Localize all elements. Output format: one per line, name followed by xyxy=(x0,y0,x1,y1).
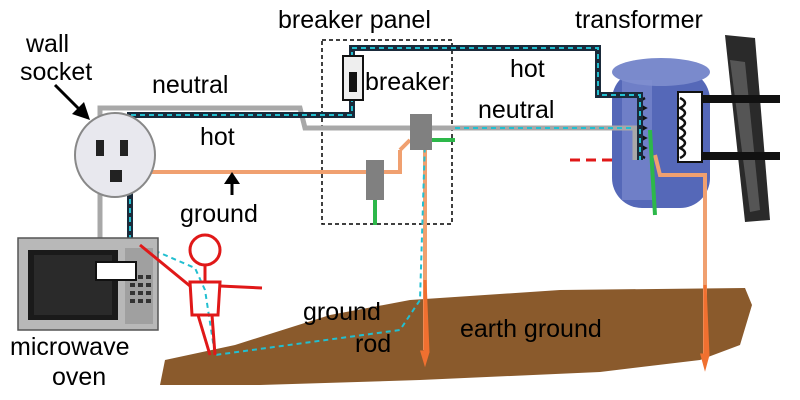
wall-socket xyxy=(74,112,156,198)
label-neutral-right: neutral xyxy=(478,96,554,124)
label-oven: oven xyxy=(52,363,106,391)
label-neutral-left: neutral xyxy=(152,71,228,99)
label-transformer: transformer xyxy=(575,6,703,34)
label-breaker: breaker xyxy=(365,68,450,96)
label-ground-rod-line1: ground xyxy=(303,298,381,326)
label-breaker-panel: breaker panel xyxy=(278,6,431,34)
ground-arrow xyxy=(224,172,240,195)
earth-ground-area xyxy=(160,288,752,385)
label-ground-rod-line2: rod xyxy=(355,330,391,358)
green-lead-transformer xyxy=(648,129,657,216)
label-microwave: microwave xyxy=(10,333,129,361)
microwave-oven xyxy=(17,237,159,331)
label-earth-ground: earth ground xyxy=(460,315,602,343)
utility-pole xyxy=(725,35,770,222)
neutral-bus-bar xyxy=(410,114,432,150)
label-socket: socket xyxy=(20,58,92,86)
person-figure xyxy=(139,233,263,356)
label-hot-left: hot xyxy=(200,123,235,151)
ground-bus-bar xyxy=(366,160,384,200)
hot-wire xyxy=(127,45,643,240)
wall-socket-arrow xyxy=(53,83,90,120)
label-ground: ground xyxy=(180,200,258,228)
transformer-ground-rod xyxy=(700,284,710,372)
ground-rod xyxy=(419,279,430,368)
label-hot-right: hot xyxy=(510,55,545,83)
neutral-wire xyxy=(97,105,638,240)
label-wall: wall xyxy=(25,30,69,58)
breaker-panel-box xyxy=(321,39,453,225)
